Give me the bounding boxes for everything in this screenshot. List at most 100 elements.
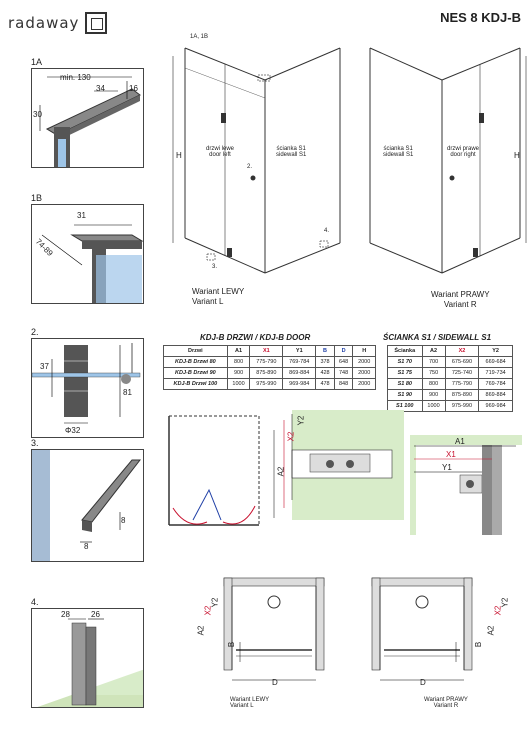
height-right: H [514, 151, 520, 160]
dim-1a-34: 34 [96, 84, 105, 93]
wall-table-cell: S1 70 [387, 356, 423, 368]
dim-1a-16: 16 [129, 84, 138, 93]
wall-table-cell: 769-784 [478, 378, 513, 390]
door-left-label-pl: drzwi lewe [206, 146, 235, 152]
detail-door-frame-dims [414, 445, 516, 473]
plan-left-variant-pl: Wariant LEWY [230, 697, 270, 703]
wall-table-cell: 869-884 [478, 389, 513, 401]
door-right-label: drzwi prawe door right [447, 146, 479, 158]
door-right-label-en: door right [450, 152, 476, 158]
wall-table-cell: 725-740 [444, 367, 480, 379]
wall-table-cell: 900 [421, 389, 446, 401]
plan-left-variant: Wariant LEWY Variant L [230, 697, 269, 709]
door-table-cell: 800 [226, 356, 251, 368]
dim-3-height: 8 [121, 516, 126, 525]
door-table-cell: 775-790 [249, 356, 284, 368]
dim-4-28: 28 [61, 610, 70, 619]
door-table-cell: KDJ-B Drzwi 90 [163, 367, 228, 379]
section-1b-label: 1B [31, 193, 43, 203]
callout-4: 4. [324, 228, 330, 234]
variant-right-label: Wariant PRAWY Variant R [431, 290, 490, 310]
variant-right-pl: Wariant PRAWY [431, 290, 490, 299]
door-swing-diagram [168, 415, 260, 526]
wall-table-header-cell: Ścianka [387, 345, 423, 357]
detail-3 [31, 449, 144, 562]
plan-left [223, 577, 325, 681]
door-left-label-en: door left [209, 152, 231, 158]
detail-3-drawing [32, 450, 142, 561]
wall-table-cell: 775-790 [444, 378, 480, 390]
plan-left-variant-en: Variant L [230, 703, 254, 709]
dim-2-phi: Φ32 [65, 426, 81, 435]
door-table-header-cell: Y1 [282, 345, 317, 357]
plan-left-dim-y2: Y2 [210, 597, 220, 608]
callout-3: 3. [212, 264, 218, 270]
callout-1a-1b: 1A, 1B [190, 34, 209, 40]
wall-table-cell: 750 [421, 367, 446, 379]
main-drawing-left [172, 47, 341, 274]
detail-4-drawing [37, 618, 143, 707]
door-table-cell: 848 [333, 378, 354, 390]
detail-1b [31, 204, 144, 304]
wall-table-header-cell: A2 [421, 345, 446, 357]
door-table-header-cell: H [352, 345, 376, 357]
wall-table-cell: 1000 [421, 400, 446, 412]
sidewall-left-label-pl: ścianka S1 [276, 146, 306, 152]
callout-2: 2. [247, 164, 253, 170]
sidewall-right-label-pl: ścianka S1 [383, 146, 413, 152]
detail-1a [31, 68, 144, 168]
door-table-cell: 748 [333, 367, 354, 379]
detail-2 [31, 338, 144, 438]
section-1a-label: 1A [31, 57, 43, 67]
mid-dim-a1: A1 [455, 437, 465, 446]
door-table-cell: 2000 [352, 356, 376, 368]
wall-table-cell: 800 [421, 378, 446, 390]
wall-table-header-cell: Y2 [478, 345, 513, 357]
detail-sidewall [273, 410, 404, 520]
plan-left-dim-d: D [272, 678, 278, 687]
door-table-header-cell: B [315, 345, 335, 357]
brand-logo: radaway [8, 12, 108, 34]
sidewall-right-label: ścianka S1 sidewall S1 [383, 146, 413, 158]
door-table-cell: KDJ-B Drzwi 100 [163, 378, 228, 390]
door-table-cell: 2000 [352, 367, 376, 379]
plan-right-variant-en: Variant R [433, 703, 459, 709]
wall-table-title: ŚCIANKA S1 / SIDEWALL S1 [383, 333, 492, 342]
door-table-cell: 769-784 [282, 356, 317, 368]
door-table-cell: 975-990 [249, 378, 284, 390]
door-table-title: KDJ-B DRZWI / KDJ-B DOOR [200, 333, 311, 342]
door-table-cell: 378 [315, 356, 335, 368]
plan-right-dim-a2: A2 [486, 625, 496, 636]
door-table-header-cell: A1 [226, 345, 251, 357]
section-3-label: 3. [31, 438, 39, 448]
door-table-cell: 900 [226, 367, 251, 379]
door-table-cell: 869-884 [282, 367, 317, 379]
plan-left-dim-b: B [227, 641, 237, 648]
plan-right-dim-b: B [474, 641, 484, 648]
door-table-cell: 1000 [226, 378, 251, 390]
dim-2-81: 81 [123, 388, 132, 397]
product-title: NES 8 KDJ-B [440, 10, 521, 25]
door-table-cell: 969-984 [282, 378, 317, 390]
variant-right-en: Variant R [443, 300, 477, 309]
detail-2-drawing [32, 343, 141, 424]
door-table-cell: 875-890 [249, 367, 284, 379]
wall-table-cell: 675-690 [444, 356, 480, 368]
wall-table-header-cell: X2 [444, 345, 480, 357]
wall-table-cell: S1 75 [387, 367, 423, 379]
height-left: H [176, 151, 182, 160]
variant-left-en: Variant L [192, 297, 224, 306]
mid-dim-y1: Y1 [442, 463, 452, 472]
plan-right-variant: Wariant PRAWY Variant R [424, 697, 468, 709]
detail-door-frame [410, 435, 522, 535]
brand-name: radaway [8, 14, 80, 32]
door-table-header-cell: D [333, 345, 354, 357]
wall-table-cell: 719-734 [478, 367, 513, 379]
wall-table-cell: 669-684 [478, 356, 513, 368]
